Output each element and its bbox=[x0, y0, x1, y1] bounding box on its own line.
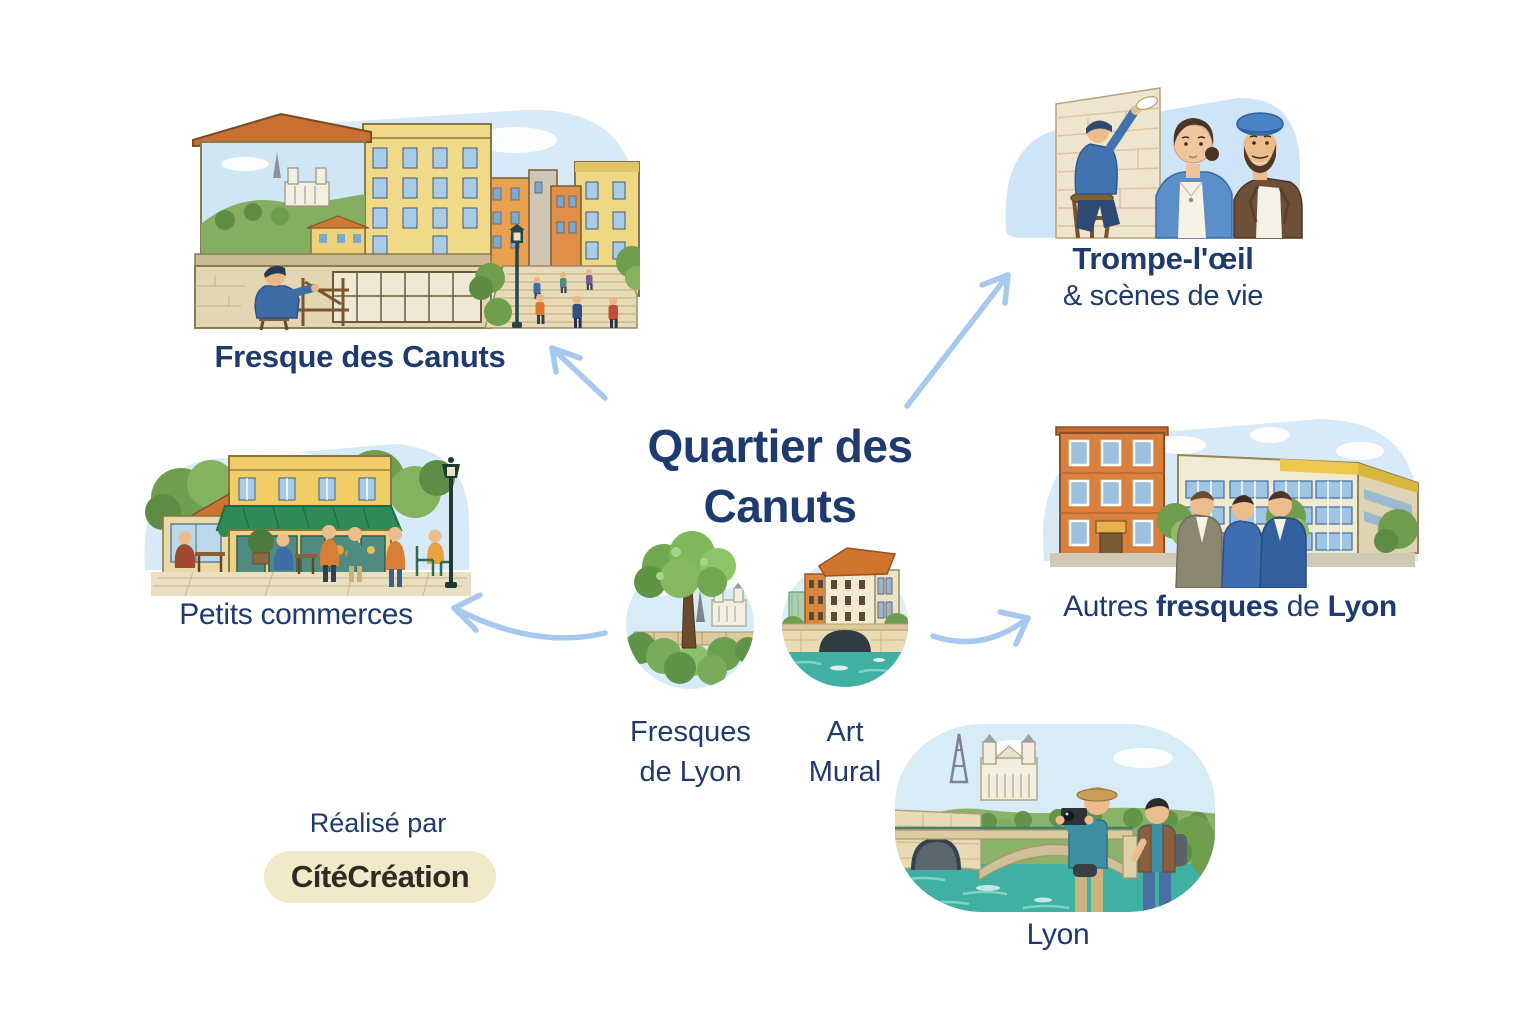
art-mural-label-line2: Mural bbox=[808, 756, 882, 788]
art-mural-scene bbox=[782, 547, 908, 687]
trompe-loeil-caption: Trompe-l'œil & scènes de vie bbox=[1013, 240, 1313, 314]
autres-caption-part4: Lyon bbox=[1327, 590, 1398, 623]
woman-figure bbox=[1155, 118, 1233, 239]
arrow-to-fresque-des-canuts bbox=[549, 345, 608, 401]
lyon-illustration bbox=[893, 718, 1218, 918]
credit-brand-badge: CítéCréation bbox=[264, 851, 496, 903]
terrace-people bbox=[174, 525, 453, 587]
fresques-de-lyon-scene bbox=[626, 531, 754, 689]
fresque-des-canuts-caption: Fresque des Canuts bbox=[214, 339, 506, 374]
man-with-beret-figure bbox=[1233, 112, 1303, 239]
backpacker-figure bbox=[1131, 798, 1187, 912]
yellow-building-center bbox=[362, 123, 492, 261]
hub1-tree bbox=[634, 531, 736, 649]
weaver-window bbox=[332, 271, 482, 323]
fresque-des-canuts-illustration bbox=[185, 82, 640, 332]
trompe-loeil-illustration bbox=[998, 82, 1308, 240]
lyon-scene bbox=[895, 724, 1215, 912]
petits-commerces-scene bbox=[144, 444, 471, 597]
photographer-figure bbox=[1055, 787, 1118, 912]
fourviere-basilica bbox=[949, 733, 1038, 801]
arrow-to-petits-commerces bbox=[451, 592, 608, 641]
autres-caption-part2: fresques bbox=[1156, 590, 1279, 623]
art-mural-label-line1: Art bbox=[826, 716, 864, 748]
fresques-de-lyon-label: Fresques de Lyon bbox=[608, 712, 773, 792]
art-mural-illustration bbox=[775, 528, 915, 690]
lyon-caption: Lyon bbox=[1026, 918, 1090, 951]
tour-metallique bbox=[949, 733, 969, 784]
fresques-de-lyon-illustration bbox=[620, 528, 760, 690]
mural-wall bbox=[192, 112, 372, 257]
autres-fresques-caption: Autres fresques de Lyon bbox=[1030, 588, 1430, 626]
center-title-line2: Canuts bbox=[703, 480, 857, 532]
petits-commerces-illustration bbox=[133, 420, 478, 600]
art-mural-label: Art Mural bbox=[770, 712, 920, 792]
arrow-to-trompe-loeil bbox=[904, 272, 1011, 409]
petits-commerces-caption: Petits commerces bbox=[179, 598, 413, 631]
trompe-loeil-scene bbox=[1005, 87, 1303, 239]
lamppost-icon bbox=[509, 224, 525, 328]
red-brick-building bbox=[1055, 426, 1169, 560]
weaver-figure bbox=[254, 266, 319, 331]
autres-caption-part1: Autres bbox=[1063, 590, 1148, 623]
three-men-figures bbox=[1175, 491, 1307, 588]
stair-trees bbox=[469, 246, 640, 326]
trompe-loeil-caption-line1: Trompe-l'œil bbox=[1072, 241, 1254, 276]
painter-figure bbox=[1070, 96, 1159, 239]
stair-people bbox=[533, 269, 618, 328]
autres-fresques-illustration bbox=[1030, 393, 1425, 588]
trompe-loeil-caption-line2: & scènes de vie bbox=[1062, 280, 1264, 312]
fresques-de-lyon-label-line2: de Lyon bbox=[639, 756, 742, 788]
center-title: Quartier des Canuts bbox=[580, 416, 980, 536]
hub2-buildings bbox=[788, 547, 900, 635]
terrace-lamppost-icon bbox=[442, 457, 460, 588]
credit-prefix: Réalisé par bbox=[309, 808, 447, 838]
fresque-des-canuts-scene bbox=[192, 109, 640, 331]
fresques-de-lyon-label-line1: Fresques bbox=[630, 716, 751, 748]
mural-basilica bbox=[273, 152, 330, 207]
arrow-to-autres-fresques bbox=[930, 609, 1031, 647]
center-title-line1: Quartier des bbox=[647, 420, 914, 472]
autres-caption-part3: de bbox=[1286, 590, 1320, 623]
autres-fresques-scene bbox=[1042, 419, 1419, 588]
mural-yellow-house bbox=[306, 215, 370, 257]
